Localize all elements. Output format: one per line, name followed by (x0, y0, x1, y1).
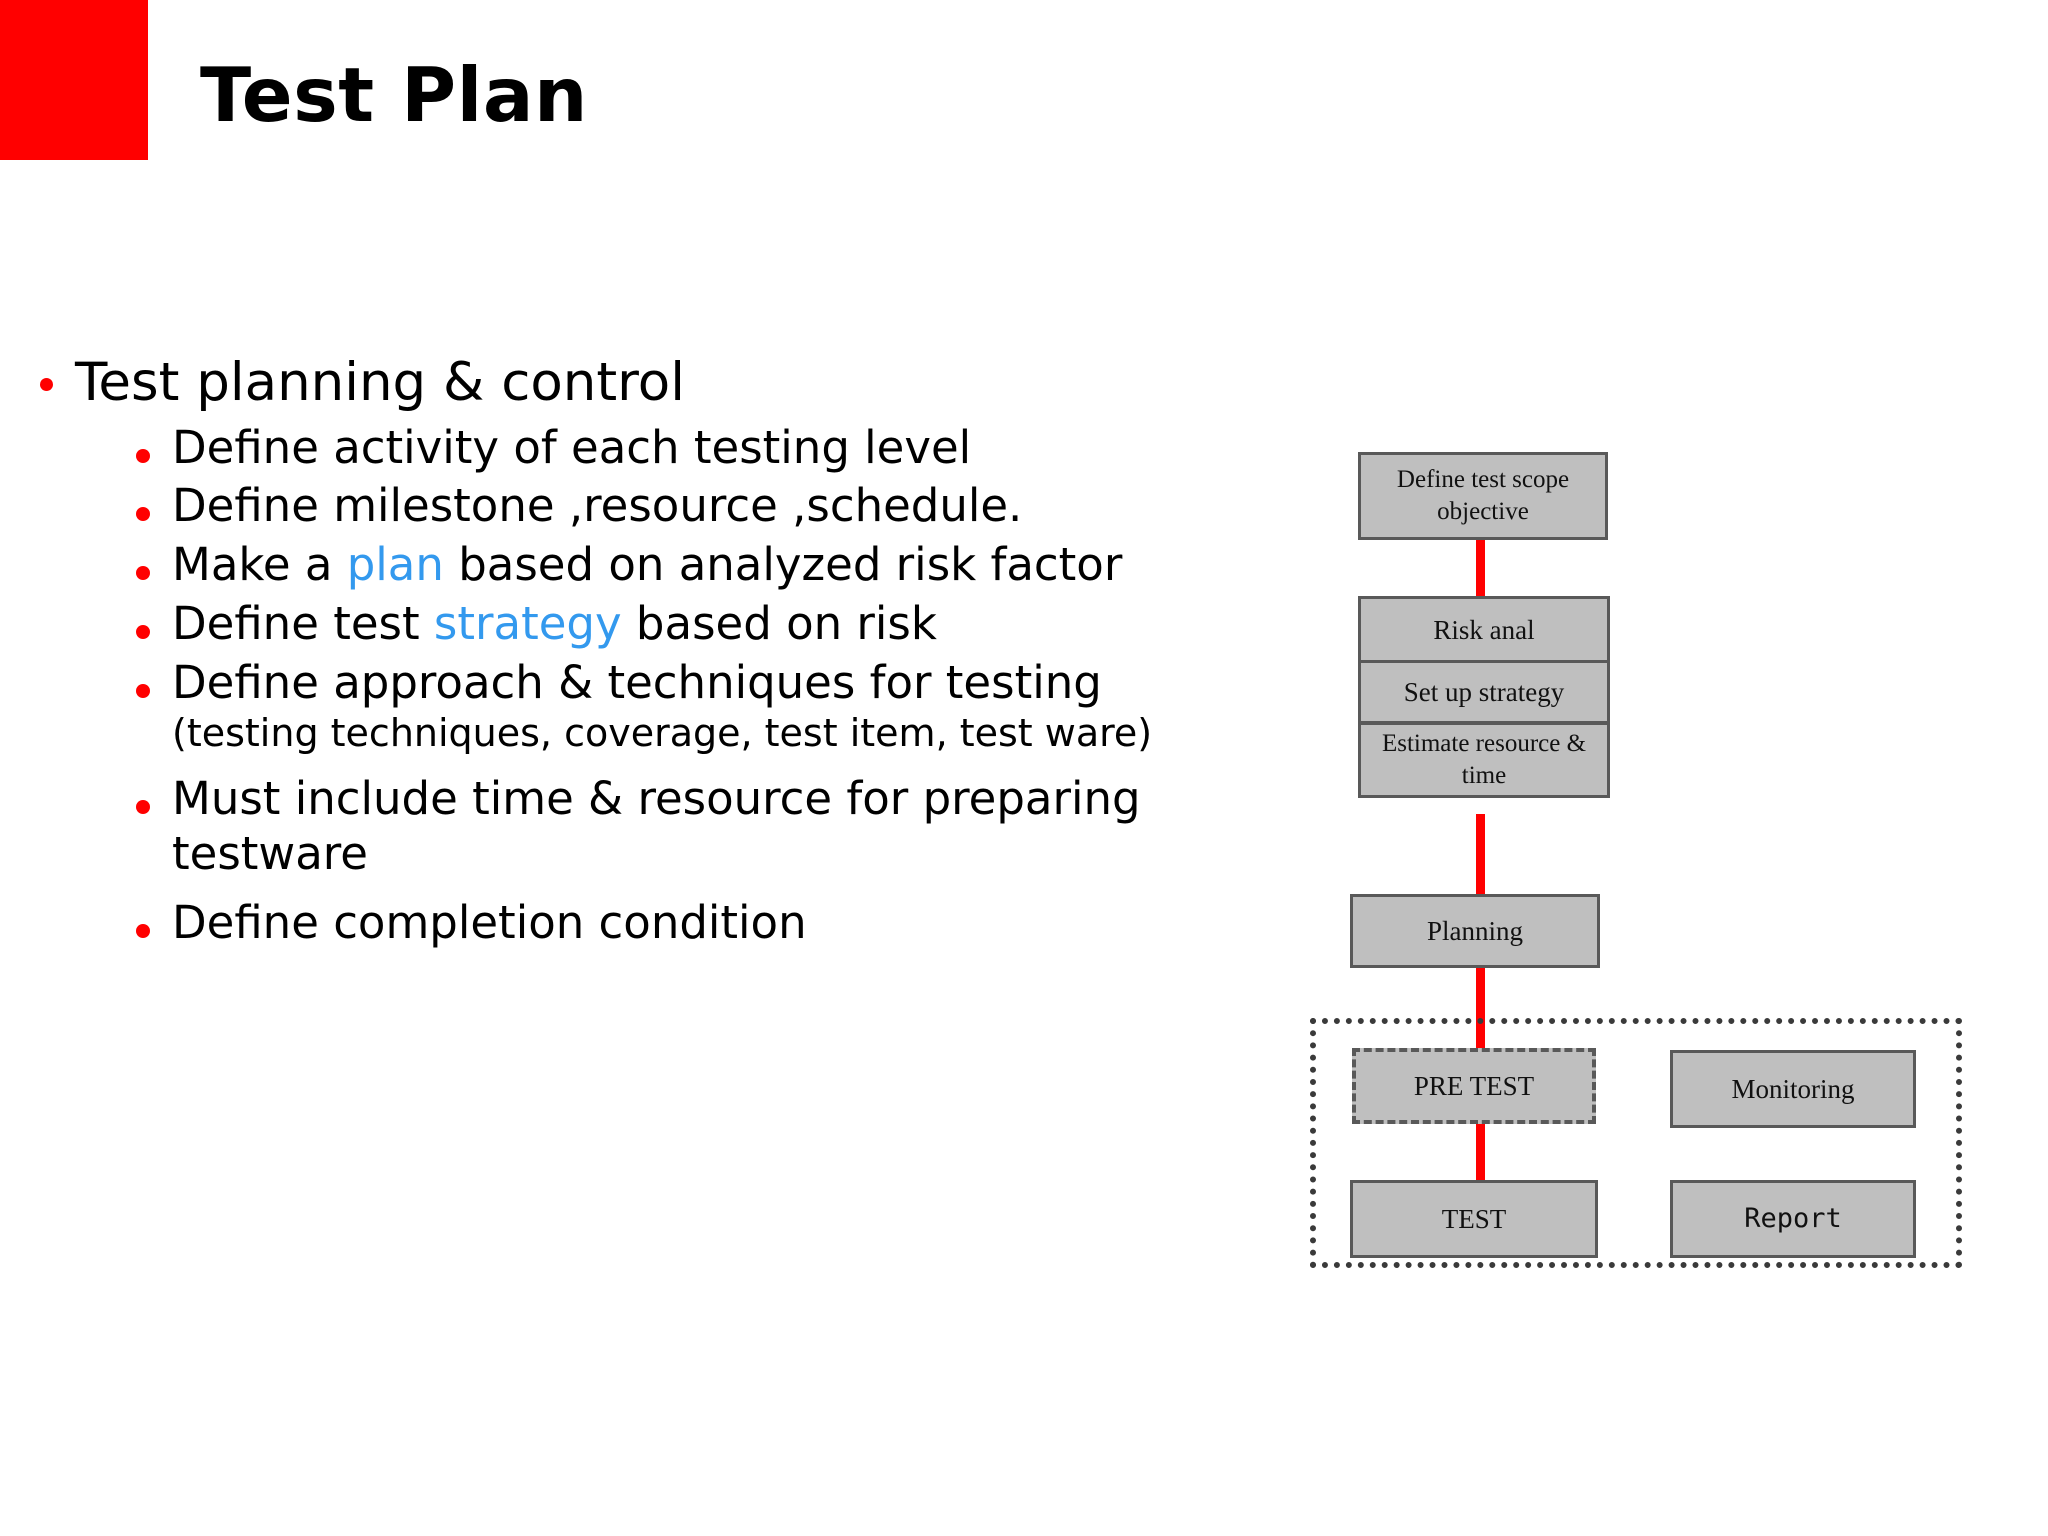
list-item-main: Define approach & techniques for testing (172, 656, 1102, 710)
node-label: Set up strategy (1403, 676, 1565, 707)
node-define-test-scope-objective[interactable]: Define test scope objective (1358, 452, 1608, 540)
red-accent-square (0, 0, 148, 160)
node-pre-test[interactable]: PRE TEST (1352, 1048, 1596, 1124)
text-segment-highlight: plan (346, 538, 444, 592)
node-estimate-resource-time[interactable]: Estimate resource & time (1358, 722, 1610, 798)
list-item-label: Define activity of each testing level (172, 420, 972, 474)
node-label: Monitoring (1731, 1073, 1855, 1104)
node-report[interactable]: Report (1670, 1180, 1916, 1258)
edge-planning-pretest (1476, 968, 1485, 1054)
edge-estimate-planning (1476, 814, 1485, 900)
list-item-label: Make a plan based on analyzed risk facto… (172, 538, 1122, 593)
list-item-label: Define milestone ,resource ,schedule. (172, 479, 1023, 533)
node-risk-anal[interactable]: Risk anal (1358, 596, 1610, 664)
list-item: Define approach & techniques for testing… (136, 656, 1290, 756)
text-segment-post: based on analyzed risk factor (443, 538, 1123, 592)
list-item: Define completion condition (136, 896, 1290, 951)
node-label: Report (1744, 1202, 1842, 1234)
node-label: Planning (1426, 915, 1523, 946)
list-item: Define milestone ,resource ,schedule. (136, 479, 1290, 534)
list-item: Define test strategy based on risk (136, 597, 1290, 652)
node-test[interactable]: TEST (1350, 1180, 1598, 1258)
list-item-label: Define completion condition (172, 895, 807, 949)
bullet-dot-icon (136, 566, 150, 581)
list-item: Define activity of each testing level (136, 421, 1290, 476)
list-item: Test planning & control (40, 352, 1290, 415)
node-label: PRE TEST (1413, 1070, 1535, 1101)
bullet-list: Test planning & control Define activity … (40, 352, 1290, 954)
list-item-label: Test planning & control (75, 352, 685, 413)
page-title: Test Plan (200, 51, 588, 139)
node-label: Risk anal (1433, 614, 1535, 645)
bullet-dot-icon (40, 378, 53, 391)
list-item: Make a plan based on analyzed risk facto… (136, 538, 1290, 593)
list-item-label: Define test strategy based on risk (172, 597, 937, 652)
bullet-dot-icon (136, 923, 150, 938)
bullet-dot-icon (136, 684, 150, 699)
text-segment-pre: Define test (172, 597, 434, 651)
node-set-up-strategy[interactable]: Set up strategy (1358, 660, 1610, 724)
edge-pretest-test (1476, 1120, 1485, 1184)
bullet-dot-icon (136, 507, 150, 522)
test-planning-flowchart: Define test scope objective Risk anal Se… (1310, 448, 2010, 1268)
bullet-dot-icon (136, 625, 150, 640)
node-label: TEST (1441, 1203, 1507, 1234)
list-item-note: (testing techniques, coverage, test item… (172, 710, 1153, 755)
list-item: Must include time & resource for prepari… (136, 772, 1290, 882)
text-segment-highlight: strategy (433, 597, 622, 651)
node-monitoring[interactable]: Monitoring (1670, 1050, 1916, 1128)
node-label: Estimate resource & time (1381, 730, 1587, 789)
execution-group-container (1310, 1018, 1962, 1268)
bullet-dot-icon (136, 799, 150, 814)
node-planning[interactable]: Planning (1350, 894, 1600, 968)
bullet-dot-icon (136, 448, 150, 463)
list-item-label: Define approach & techniques for testing… (172, 656, 1152, 756)
list-item-label: Must include time & resource for prepari… (172, 771, 1141, 880)
node-label: Define test scope objective (1396, 466, 1570, 525)
text-segment-pre: Make a (172, 538, 347, 592)
text-segment-post: based on risk (621, 597, 937, 651)
edge-scope-risk (1476, 538, 1485, 602)
